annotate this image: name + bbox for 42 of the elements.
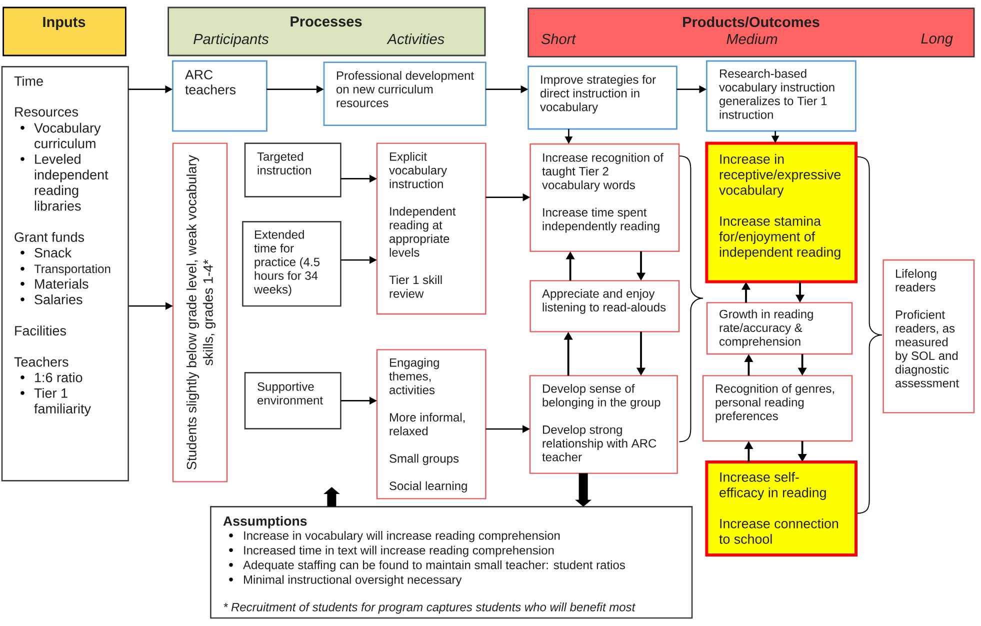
participant-box: ARC teachers <box>172 60 268 132</box>
list-item: Increased time in text will increase reading comprehension <box>244 546 554 557</box>
outcome-box: Recognition of genres, personal reading preferences <box>702 375 853 442</box>
outcome-box: Increase recognition of taught Tier 2 vocabulary words Increase time spent independently reading <box>530 143 680 252</box>
outcome-box: Appreciate and enjoy listening to read-alouds <box>530 280 680 332</box>
heading: Assumptions <box>223 516 307 528</box>
outcome-box: Research-based vocabulary instruction generalizes to Tier 1 instruction <box>706 60 856 132</box>
list-item: Adequate staffing can be found to maintain small teacher: student ratios <box>243 560 625 572</box>
outcome-box: Develop sense of belonging in the group Develop strong relationship with ARC teacher <box>529 375 678 474</box>
footnote: * Recruitment of students for program captures students who will benefit most <box>224 602 636 614</box>
list-item: 1:6 ratio <box>35 372 82 382</box>
list-heading: Grant funds <box>14 232 84 242</box>
list-item: Salaries <box>34 294 82 304</box>
list-item: Leveled independent reading libraries <box>34 154 108 211</box>
list-item: Tier 1 familiarity <box>34 388 91 416</box>
column-header: Products/Outcomes Short Medium Long <box>528 8 975 58</box>
outcome-box: Growth in reading rate/accuracy & comprehension <box>706 302 853 355</box>
list-item: Materials <box>35 278 88 289</box>
list-item: Snack <box>34 248 72 258</box>
list-item: Vocabulary curriculum <box>34 122 101 148</box>
list-heading: Facilities <box>15 326 66 336</box>
process-box: Extended time for practice (4.5 hours for 34 weeks) <box>242 221 342 307</box>
activity-box: Engaging themes, activities More informal, relaxed Small groups Social learning <box>376 349 486 500</box>
activity-box: Explicit vocabulary instruction Independent reading at appropriate levels Tier 1 skill review <box>376 142 486 315</box>
assumptions-box <box>210 506 693 619</box>
column-header: Inputs <box>2 6 126 56</box>
list-heading: Time <box>14 76 43 86</box>
list-item: Transportation <box>34 264 110 276</box>
column-header: Processes Participants Activities <box>168 6 486 56</box>
list-heading: Teachers <box>14 356 68 367</box>
activity-box: Professional development on new curriculum resources <box>323 62 486 126</box>
outcome-box: Lifelong readers Proficient readers, as measured by SOL and diagnostic assessment <box>882 259 975 414</box>
list-item: Minimal instructional oversight necessary <box>244 575 462 586</box>
process-box: Targeted instruction <box>244 142 342 198</box>
input-list-box <box>1 66 129 482</box>
highlighted-outcome-box: Increase self-efficacy in reading Increase connection to school <box>705 460 858 556</box>
list-heading: Resources <box>15 107 78 117</box>
process-box: Supportive environment <box>244 372 342 430</box>
outcome-box: Improve strategies for direct instruction in vocabulary <box>528 66 678 130</box>
list-item: Increase in vocabulary will increase reading comprehension <box>244 531 560 542</box>
participant-box: Students slightly below grade level, weak vocabulary skills, grades 1-4* <box>172 142 228 482</box>
highlighted-outcome-box: Increase in receptive/expressive vocabulary Increase stamina for/enjoyment of independent reading <box>705 142 858 284</box>
